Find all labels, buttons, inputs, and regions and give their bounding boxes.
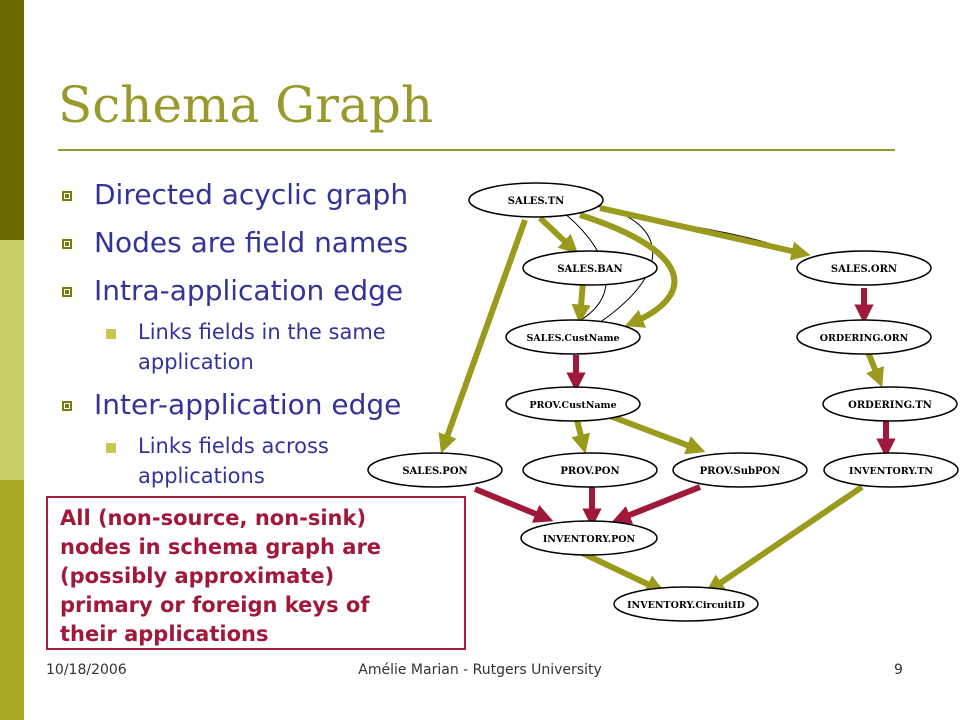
decor-bar-top xyxy=(0,0,24,240)
node-prov-pon: PROV.PON xyxy=(522,452,658,488)
footer-page-number: 9 xyxy=(894,662,903,678)
node-label: SALES.TN xyxy=(508,196,565,207)
node-sales-ban: SALES.BAN xyxy=(522,250,658,286)
inter-edge xyxy=(578,549,666,593)
bullet-text: Inter-application edge xyxy=(94,388,402,421)
sub-bullet-text: Links fields in the same xyxy=(138,320,386,344)
node-sales-custname: SALES.CustName xyxy=(505,319,641,355)
node-label: ORDERING.TN xyxy=(848,400,932,411)
decor-bar-bottom xyxy=(0,480,24,720)
node-inventory-circuitid: INVENTORY.CircuitID xyxy=(613,586,759,622)
inter-edge xyxy=(865,350,884,388)
node-prov-subpon: PROV.SubPON xyxy=(672,452,808,488)
small-square-bullet-icon xyxy=(106,443,116,453)
node-label: SALES.BAN xyxy=(557,264,622,275)
inter-edge xyxy=(571,419,591,454)
footer-date: 10/18/2006 xyxy=(46,662,127,678)
square-bullet-icon xyxy=(62,239,72,249)
node-prov-custname: PROV.CustName xyxy=(505,386,641,422)
node-label: PROV.SubPON xyxy=(700,466,781,477)
node-sales-pon: SALES.PON xyxy=(367,452,503,488)
node-sales-orn: SALES.ORN xyxy=(796,250,932,286)
slide-title: Schema Graph xyxy=(58,76,434,134)
node-label: SALES.PON xyxy=(402,466,467,477)
callout-line: nodes in schema graph are xyxy=(60,535,382,559)
footer-author: Amélie Marian - Rutgers University xyxy=(358,662,602,678)
node-sales-tn: SALES.TN xyxy=(468,182,604,218)
bullet-text: Directed acyclic graph xyxy=(94,178,409,211)
sub-bullet-text: applications xyxy=(138,464,265,488)
callout-line: their applications xyxy=(60,622,269,646)
inter-edge xyxy=(599,205,811,261)
inter-edge xyxy=(537,215,579,254)
node-label: PROV.PON xyxy=(560,466,619,477)
node-label: INVENTORY.PON xyxy=(543,534,636,545)
inter-edge xyxy=(438,218,528,454)
node-ordering-orn: ORDERING.ORN xyxy=(796,319,932,355)
intra-edge xyxy=(473,486,554,523)
title-divider xyxy=(58,149,895,151)
callout-line: All (non-source, non-sink) xyxy=(60,506,367,530)
inter-edge xyxy=(579,212,678,328)
node-inventory-pon: INVENTORY.PON xyxy=(520,520,658,556)
node-label: ORDERING.ORN xyxy=(820,333,909,344)
square-bullet-icon xyxy=(62,401,72,411)
square-bullet-icon xyxy=(62,191,72,201)
node-label: SALES.CustName xyxy=(526,333,619,344)
sub-bullet-text: Links fields across xyxy=(138,434,329,458)
node-label: SALES.ORN xyxy=(831,264,897,275)
callout-box: All (non-source, non-sink) nodes in sche… xyxy=(46,496,466,650)
callout-line: (possibly approximate) xyxy=(60,564,335,588)
decor-bar-middle xyxy=(0,240,24,480)
bullet-text: Nodes are field names xyxy=(94,226,409,259)
inter-edge xyxy=(571,281,591,324)
callout-line: primary or foreign keys of xyxy=(60,593,370,617)
node-label: INVENTORY.CircuitID xyxy=(627,600,745,611)
inter-edge xyxy=(608,413,706,455)
intra-edge xyxy=(611,484,702,524)
square-bullet-icon xyxy=(62,287,72,297)
node-ordering-tn: ORDERING.TN xyxy=(822,386,958,422)
node-label: INVENTORY.TN xyxy=(849,466,933,477)
node-label: PROV.CustName xyxy=(529,400,616,411)
small-square-bullet-icon xyxy=(106,329,116,339)
inter-edge xyxy=(705,484,864,594)
node-inventory-tn: INVENTORY.TN xyxy=(823,452,959,488)
bullet-text: Intra-application edge xyxy=(94,274,404,307)
sub-bullet-text: application xyxy=(138,350,254,374)
